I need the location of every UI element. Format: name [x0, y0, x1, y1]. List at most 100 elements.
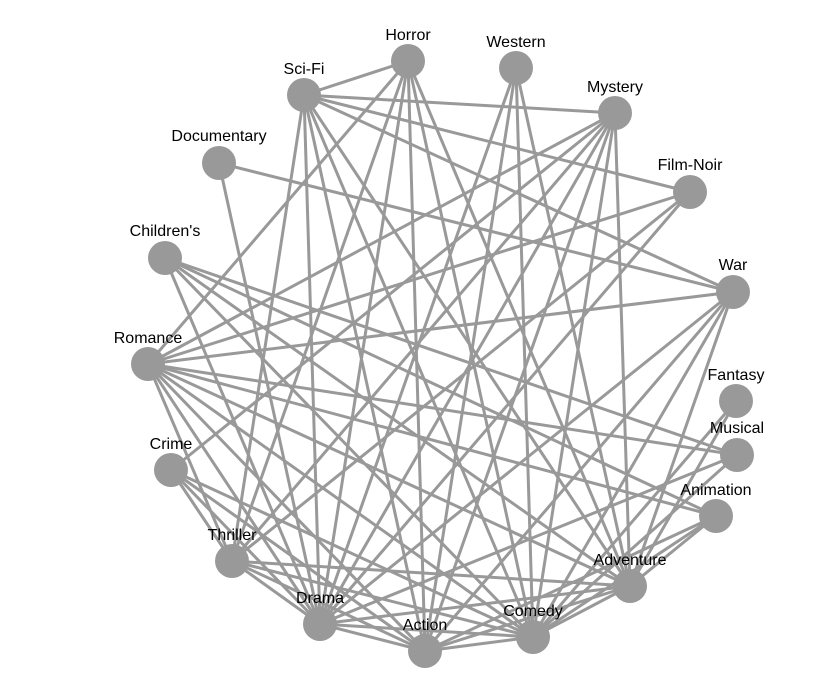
- edge-western-comedy: [514, 66, 535, 639]
- node-circle-adventure[interactable]: [613, 569, 647, 603]
- node-circle-thriller[interactable]: [215, 544, 249, 578]
- node-label-childrens: Children's: [130, 223, 201, 240]
- node-adventure[interactable]: Adventure: [594, 552, 667, 603]
- node-circle-childrens[interactable]: [148, 241, 182, 275]
- node-sci-fi[interactable]: Sci-Fi: [284, 61, 325, 112]
- node-circle-romance[interactable]: [131, 347, 165, 381]
- node-label-adventure: Adventure: [594, 552, 667, 569]
- edge-war-drama: [318, 290, 735, 626]
- edge-comedy-fantasy: [531, 399, 738, 639]
- edge-action-comedy: [423, 635, 535, 653]
- node-crime[interactable]: Crime: [150, 436, 193, 487]
- node-film-noir[interactable]: Film-Noir: [658, 157, 724, 209]
- edge-sci-fi-action: [302, 93, 427, 653]
- edge-horror-adventure: [406, 59, 632, 588]
- node-label-comedy: Comedy: [503, 603, 563, 620]
- node-action[interactable]: Action: [403, 617, 447, 668]
- edge-comedy-musical: [531, 453, 739, 639]
- node-western[interactable]: Western: [486, 34, 546, 85]
- edge-sci-fi-adventure: [302, 93, 632, 588]
- node-romance[interactable]: Romance: [114, 330, 183, 381]
- node-thriller[interactable]: Thriller: [208, 527, 258, 578]
- edge-horror-drama: [318, 59, 410, 626]
- edge-western-action: [423, 66, 518, 653]
- edge-drama-comedy: [318, 622, 535, 639]
- node-circle-documentary[interactable]: [202, 146, 236, 180]
- edge-mystery-crime: [169, 111, 617, 472]
- node-circle-drama[interactable]: [303, 607, 337, 641]
- node-documentary[interactable]: Documentary: [171, 128, 267, 180]
- node-label-horror: Horror: [385, 27, 431, 44]
- edge-comedy-adventure: [531, 584, 632, 639]
- node-label-romance: Romance: [114, 330, 183, 347]
- node-label-action: Action: [403, 617, 447, 634]
- node-circle-sci-fi[interactable]: [287, 78, 321, 112]
- edge-war-romance: [146, 290, 735, 366]
- edge-romance-action: [146, 362, 427, 653]
- node-circle-war[interactable]: [716, 275, 750, 309]
- edge-sci-fi-film-noir: [302, 93, 692, 194]
- node-musical[interactable]: Musical: [710, 420, 764, 472]
- node-circle-comedy[interactable]: [516, 620, 550, 654]
- edge-crime-comedy: [169, 468, 535, 639]
- edge-film-noir-drama: [318, 190, 692, 626]
- edge-sci-fi-thriller: [230, 93, 306, 563]
- edge-layer: [146, 59, 739, 653]
- edge-drama-adventure: [318, 584, 632, 626]
- edge-childrens-musical: [163, 256, 739, 457]
- edge-romance-comedy: [146, 362, 535, 639]
- edge-sci-fi-drama: [302, 93, 322, 626]
- edge-adventure-animation: [628, 514, 718, 588]
- node-animation[interactable]: Animation: [680, 482, 752, 533]
- edge-horror-romance: [146, 59, 410, 366]
- edge-film-noir-thriller: [230, 190, 692, 563]
- node-circle-musical[interactable]: [720, 438, 754, 472]
- edge-thriller-action: [230, 559, 427, 653]
- edge-romance-thriller: [146, 362, 234, 563]
- node-label-film-noir: Film-Noir: [658, 157, 724, 174]
- node-circle-animation[interactable]: [699, 499, 733, 533]
- edge-sci-fi-comedy: [302, 93, 535, 639]
- node-war[interactable]: War: [716, 257, 750, 309]
- node-drama[interactable]: Drama: [296, 590, 344, 641]
- node-circle-fantasy[interactable]: [719, 384, 753, 418]
- node-horror[interactable]: Horror: [385, 27, 431, 78]
- node-label-animation: Animation: [680, 482, 751, 499]
- node-label-mystery: Mystery: [587, 79, 643, 96]
- edge-thriller-drama: [230, 559, 322, 626]
- edge-crime-thriller: [169, 468, 234, 563]
- edge-mystery-thriller: [230, 111, 617, 563]
- edge-childrens-animation: [163, 256, 718, 518]
- edge-adventure-fantasy: [628, 399, 738, 588]
- edge-sci-fi-mystery: [302, 93, 617, 115]
- node-childrens[interactable]: Children's: [130, 223, 201, 275]
- edge-crime-drama: [169, 468, 322, 626]
- edge-childrens-comedy: [163, 256, 535, 639]
- edge-drama-action: [318, 622, 427, 653]
- node-comedy[interactable]: Comedy: [503, 603, 563, 654]
- node-label-drama: Drama: [296, 590, 344, 607]
- node-circle-crime[interactable]: [154, 453, 188, 487]
- node-fantasy[interactable]: Fantasy: [708, 367, 765, 418]
- node-circle-action[interactable]: [408, 634, 442, 668]
- edge-horror-comedy: [406, 59, 535, 639]
- edge-romance-musical: [146, 362, 739, 457]
- edge-mystery-action: [423, 111, 617, 653]
- node-circle-film-noir[interactable]: [673, 175, 707, 209]
- node-layer: Horror WesternMysteryFilm-NoirWarFantasyM…: [114, 27, 765, 668]
- edge-war-action: [423, 290, 735, 653]
- node-circle-horror[interactable]: [391, 44, 425, 78]
- edge-childrens-drama: [163, 256, 322, 626]
- edge-sci-fi-horror: [302, 59, 410, 97]
- node-label-western: Western: [486, 34, 545, 51]
- node-circle-western[interactable]: [499, 51, 533, 85]
- node-label-crime: Crime: [150, 436, 193, 453]
- edge-romance-animation: [146, 362, 718, 518]
- edge-mystery-comedy: [531, 111, 617, 639]
- edge-mystery-drama: [318, 111, 617, 626]
- node-mystery[interactable]: Mystery: [587, 79, 643, 130]
- edge-war-adventure: [628, 290, 735, 588]
- node-label-fantasy: Fantasy: [708, 367, 765, 384]
- node-circle-mystery[interactable]: [598, 96, 632, 130]
